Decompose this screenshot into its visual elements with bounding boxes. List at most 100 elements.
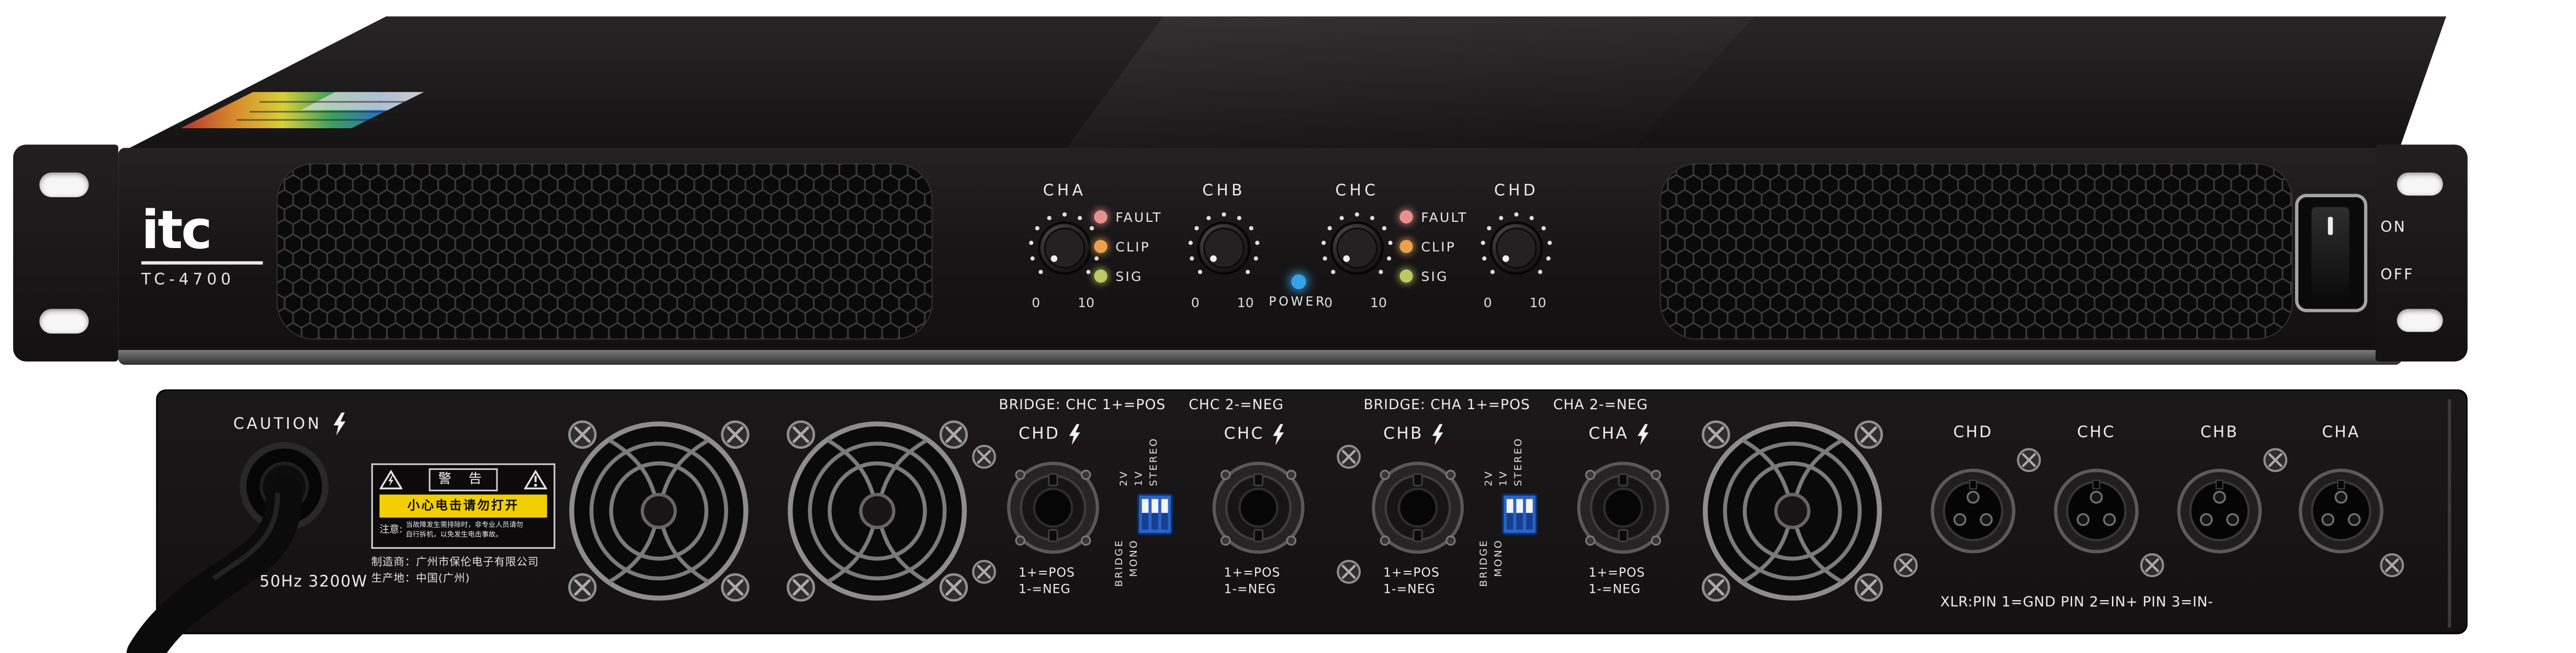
dip-label-stereo: STEREO bbox=[1148, 437, 1160, 487]
gain-knob-chd[interactable] bbox=[1477, 209, 1556, 288]
polarity-neg: 1-=NEG bbox=[1224, 582, 1276, 597]
knob-scale-max: 10 bbox=[1529, 296, 1546, 311]
xlr-connector-chc bbox=[2050, 465, 2142, 557]
polarity-neg: 1-=NEG bbox=[1383, 582, 1436, 597]
knob-scale-max: 10 bbox=[1370, 296, 1387, 311]
screw-icon bbox=[2016, 447, 2042, 473]
bridge-mode-label: BRIDGE: CHA 1+=POS CHA 2-=NEG bbox=[1363, 398, 1648, 414]
caution-label: CAUTION bbox=[233, 414, 322, 433]
lightning-icon bbox=[1432, 424, 1444, 445]
rack-ear-left bbox=[13, 144, 119, 362]
xlr-channel-label-chc: CHC bbox=[2077, 424, 2116, 442]
dip-label-mono: MONO bbox=[1493, 539, 1505, 577]
brand-block: itc TC-4700 bbox=[141, 204, 263, 289]
speakon-channel-label-chb: CHB bbox=[1383, 424, 1444, 445]
power-rating-label: 50Hz 3200W bbox=[259, 573, 368, 592]
channel-strip-chd: CHD 0 10 bbox=[1454, 183, 1579, 311]
bridge-label-a: BRIDGE: CHA 1+=POS bbox=[1363, 397, 1530, 414]
gain-knob-cha[interactable] bbox=[1025, 209, 1104, 288]
xlr-connector-chb bbox=[2174, 465, 2266, 557]
dip-switch[interactable] bbox=[1501, 493, 1538, 536]
channel-label: CHA bbox=[1588, 425, 1629, 444]
speaker-output-group-2: BRIDGE: CHA 1+=POS CHA 2-=NEG CHB CHA 2V… bbox=[1352, 391, 1730, 636]
lightning-icon bbox=[1273, 424, 1285, 445]
channel-label: CHC bbox=[1335, 182, 1379, 201]
clip-led-label: CLIP bbox=[1421, 239, 1456, 254]
caution-block: CAUTION bbox=[233, 412, 346, 436]
power-led bbox=[1290, 274, 1305, 289]
power-switch: ON OFF bbox=[2295, 194, 2433, 319]
xlr-channel-label-chd: CHD bbox=[1953, 424, 1993, 442]
warning-title: 警 告 bbox=[428, 468, 499, 491]
led-cluster-cd: FAULT CLIP SIG bbox=[1399, 209, 1468, 298]
polarity-label: 1+=POS 1-=NEG bbox=[1019, 565, 1075, 599]
screw-icon bbox=[2262, 447, 2288, 473]
knob-scale-min: 0 bbox=[1483, 296, 1492, 311]
speakon-channel-label-cha: CHA bbox=[1589, 424, 1650, 445]
channel-strip-cha: CHA 0 10 bbox=[1002, 183, 1127, 311]
dip-label-1v: 1V bbox=[1133, 470, 1145, 487]
xlr-channel-label-cha: CHA bbox=[2322, 424, 2360, 442]
signal-led-label: SIG bbox=[1421, 268, 1449, 284]
dip-label-2v: 2V bbox=[1118, 470, 1131, 487]
model-label: TC-4700 bbox=[141, 271, 235, 289]
power-switch-frame bbox=[2295, 194, 2368, 312]
dip-switch[interactable] bbox=[1137, 493, 1173, 536]
power-cord bbox=[127, 442, 329, 653]
rear-panel-view: CAUTION 50Hz 3200W 警 告 小心电击请勿打 bbox=[127, 389, 2468, 653]
channel-label: CHB bbox=[1383, 425, 1423, 444]
polarity-neg: 1-=NEG bbox=[1588, 582, 1641, 597]
panel-edge-divider bbox=[2448, 399, 2451, 628]
gain-knob-chb[interactable] bbox=[1184, 209, 1263, 288]
knob-scale-max: 10 bbox=[1078, 296, 1095, 311]
polarity-pos: 1+=POS bbox=[1588, 565, 1645, 580]
manufacturer-line2: 生产地：中国(广州) bbox=[371, 572, 470, 586]
knob-scale-min: 0 bbox=[1191, 296, 1200, 311]
fan-grille-2 bbox=[775, 409, 979, 613]
speaker-grille-right bbox=[1659, 163, 2293, 340]
dip-label-bridge: BRIDGE bbox=[1114, 539, 1126, 587]
rack-mount-hole bbox=[2397, 309, 2443, 332]
hologram-sticker bbox=[180, 92, 424, 128]
chassis-base-strip bbox=[118, 350, 2402, 365]
speakon-connector-chd bbox=[1004, 458, 1102, 557]
dip-label-mono: MONO bbox=[1128, 539, 1140, 577]
clip-led bbox=[1399, 240, 1413, 253]
bridge-label-a: BRIDGE: CHC 1+=POS bbox=[999, 397, 1166, 414]
polarity-label: 1+=POS 1-=NEG bbox=[1224, 565, 1281, 599]
warning-note-label: 注意: bbox=[379, 524, 403, 536]
fan-grille-1 bbox=[557, 409, 761, 613]
warning-triangle-bolt-icon bbox=[379, 470, 403, 490]
knob-scale-min: 0 bbox=[1032, 296, 1041, 311]
warning-note-line2: 自行拆机，以免发生电击事故。 bbox=[405, 530, 503, 539]
power-switch-rocker[interactable] bbox=[2311, 207, 2349, 298]
channel-strip-chb: CHB 0 10 bbox=[1161, 183, 1286, 311]
screw-icon bbox=[1893, 552, 1919, 578]
dip-label-bridge: BRIDGE bbox=[1478, 539, 1490, 587]
fault-led bbox=[1094, 210, 1108, 224]
switch-on-label: ON bbox=[2380, 220, 2406, 237]
fault-led-label: FAULT bbox=[1115, 209, 1162, 224]
screw-icon bbox=[2139, 552, 2165, 578]
itc-logo: itc bbox=[141, 198, 212, 262]
knob-scale-max: 10 bbox=[1237, 296, 1254, 311]
fault-led-label: FAULT bbox=[1421, 209, 1468, 224]
channel-label: CHD bbox=[1018, 425, 1060, 444]
speakon-channel-label-chd: CHD bbox=[1019, 424, 1081, 445]
brand-underline bbox=[141, 261, 263, 265]
led-cluster-ab: FAULT CLIP SIG bbox=[1094, 209, 1162, 298]
speakon-connector-chc bbox=[1209, 458, 1307, 557]
power-indicator: POWER bbox=[1262, 274, 1334, 309]
rocker-on-mark bbox=[2328, 217, 2333, 235]
speakon-connector-cha bbox=[1574, 458, 1672, 557]
signal-led bbox=[1094, 269, 1108, 283]
chassis-top bbox=[123, 16, 2446, 153]
warning-note: 注意: 当故障发生需排除时，非专业人员请勿 自行拆机，以免发生电击事故。 bbox=[379, 521, 547, 553]
knob-scale-min: 0 bbox=[1324, 296, 1333, 311]
polarity-label: 1+=POS 1-=NEG bbox=[1589, 565, 1645, 599]
power-label: POWER bbox=[1269, 294, 1327, 309]
fault-led bbox=[1399, 210, 1413, 224]
polarity-pos: 1+=POS bbox=[1383, 565, 1440, 580]
channel-strip-chc: CHC 0 10 bbox=[1295, 182, 1420, 311]
